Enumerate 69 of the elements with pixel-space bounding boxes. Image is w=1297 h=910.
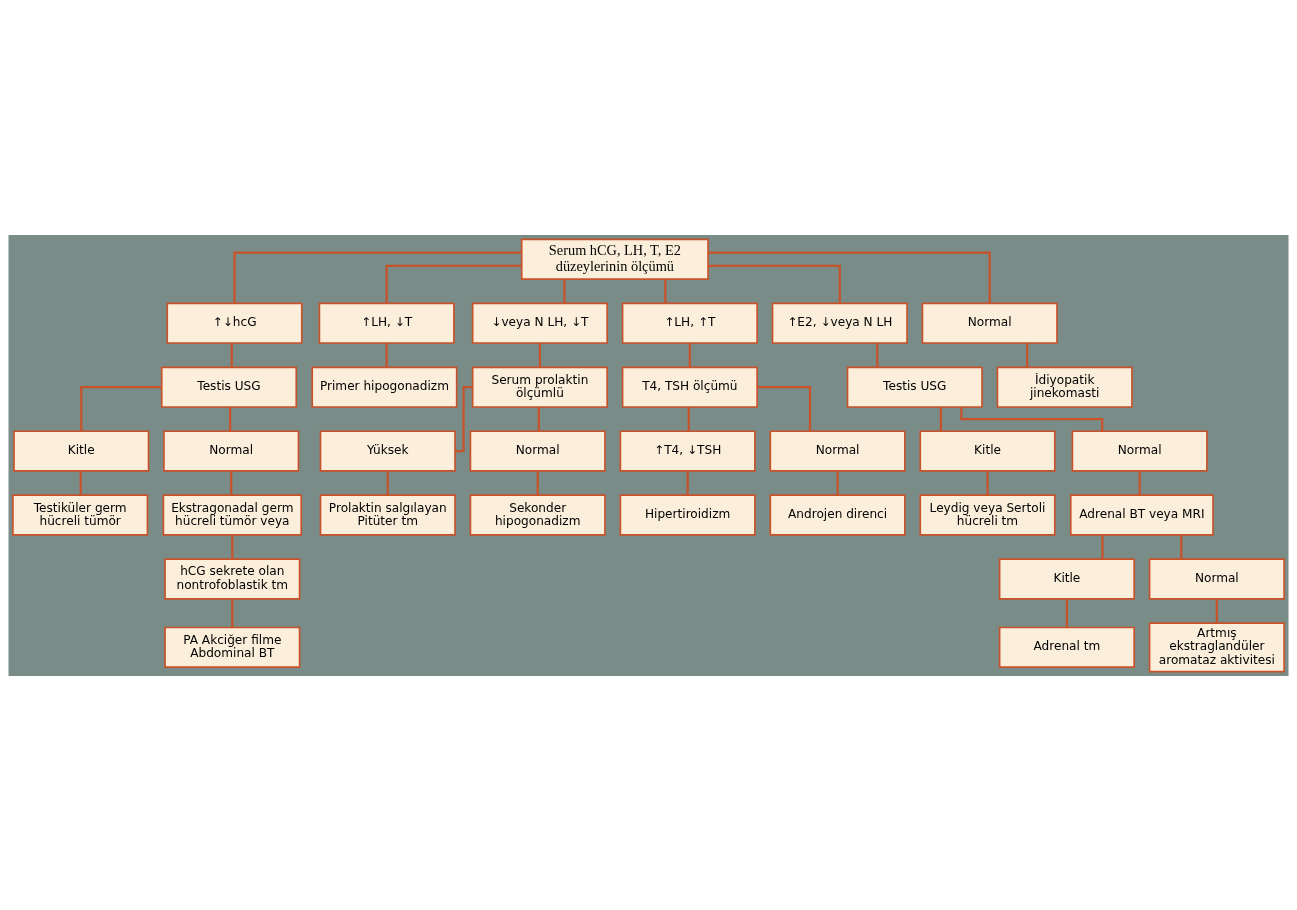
connector <box>1138 470 1141 495</box>
connector <box>455 385 473 452</box>
node-box: Leydig veya Sertoli hücreli tm <box>919 493 1056 536</box>
connector <box>939 406 942 431</box>
connector <box>538 342 541 367</box>
node-box: Prolaktin salgılayan Pitüter tm <box>319 493 456 536</box>
connector <box>231 534 234 559</box>
node-box: Kitle <box>919 429 1056 472</box>
node-box: Normal <box>1071 429 1208 472</box>
connector <box>386 470 389 495</box>
node-box: Hipertiroidizm <box>619 493 756 536</box>
node-box: Normal <box>163 429 300 472</box>
node-box: Artmış ekstraglandüler aromataz aktivitesi <box>1148 621 1285 672</box>
connector <box>757 385 812 431</box>
connector <box>385 264 522 303</box>
node-box: Normal <box>1148 557 1285 600</box>
connector <box>79 470 82 495</box>
connector <box>385 342 388 367</box>
connector <box>708 251 991 303</box>
node-box: Kitle <box>998 557 1135 600</box>
node-box: Ekstragonadal germ hücreli tümör veya <box>162 493 303 536</box>
connector <box>960 406 1104 431</box>
node-box: Serum prolaktin ölçümlü <box>471 365 608 408</box>
connector <box>230 470 233 495</box>
connector <box>1026 342 1029 367</box>
connector <box>1101 534 1104 559</box>
connector <box>230 342 233 367</box>
connector <box>1065 598 1068 627</box>
node-box: Normal <box>921 302 1058 344</box>
node-box: Sekonder hipogonadizm <box>469 493 606 536</box>
node-box: Primer hipogonadizm <box>311 365 458 408</box>
connector <box>708 264 841 303</box>
node-box: ↑T4, ↓TSH <box>619 429 756 472</box>
connector <box>687 406 690 431</box>
connector <box>876 342 879 367</box>
connector <box>986 470 989 495</box>
node-box: hCG sekrete olan nontrofoblastik tm <box>164 557 301 600</box>
connector <box>80 385 162 431</box>
connector <box>233 251 522 303</box>
connector <box>1215 598 1218 623</box>
node-box: İdiyopatik jinekomasti <box>996 365 1133 408</box>
node-box: Testis USG <box>160 365 298 408</box>
connector <box>229 406 232 431</box>
connector <box>664 278 667 303</box>
connector <box>231 598 234 627</box>
node-box: Serum hCG, LH, T, E2 düzeylerinin ölçümü <box>520 238 709 280</box>
node-box: Normal <box>769 429 906 472</box>
node-box: Normal <box>469 429 606 472</box>
node-box: ↓veya N LH, ↓T <box>471 302 608 344</box>
connector <box>537 406 540 431</box>
node-box: Androjen direnci <box>769 493 906 536</box>
node-box: PA Akciğer filme Abdominal BT <box>164 626 301 668</box>
connector <box>563 278 566 303</box>
connector <box>536 470 539 495</box>
node-box: Adrenal tm <box>998 626 1135 668</box>
connector <box>686 470 689 495</box>
node-box: Testis USG <box>846 365 983 408</box>
node-box: ↑E2, ↓veya N LH <box>771 302 908 344</box>
node-box: Kitle <box>13 429 150 472</box>
node-box: T4, TSH ölçümü <box>621 365 758 408</box>
connector <box>1180 534 1183 559</box>
node-box: Testiküler germ hücreli tümör <box>12 493 149 536</box>
node-box: ↑↓hcG <box>166 302 303 344</box>
connector <box>688 342 691 367</box>
connector <box>836 470 839 495</box>
node-box: ↑LH, ↓T <box>318 302 455 344</box>
node-box: Yüksek <box>319 429 456 472</box>
node-box: Adrenal BT veya MRI <box>1069 493 1214 536</box>
node-box: ↑LH, ↑T <box>621 302 758 344</box>
